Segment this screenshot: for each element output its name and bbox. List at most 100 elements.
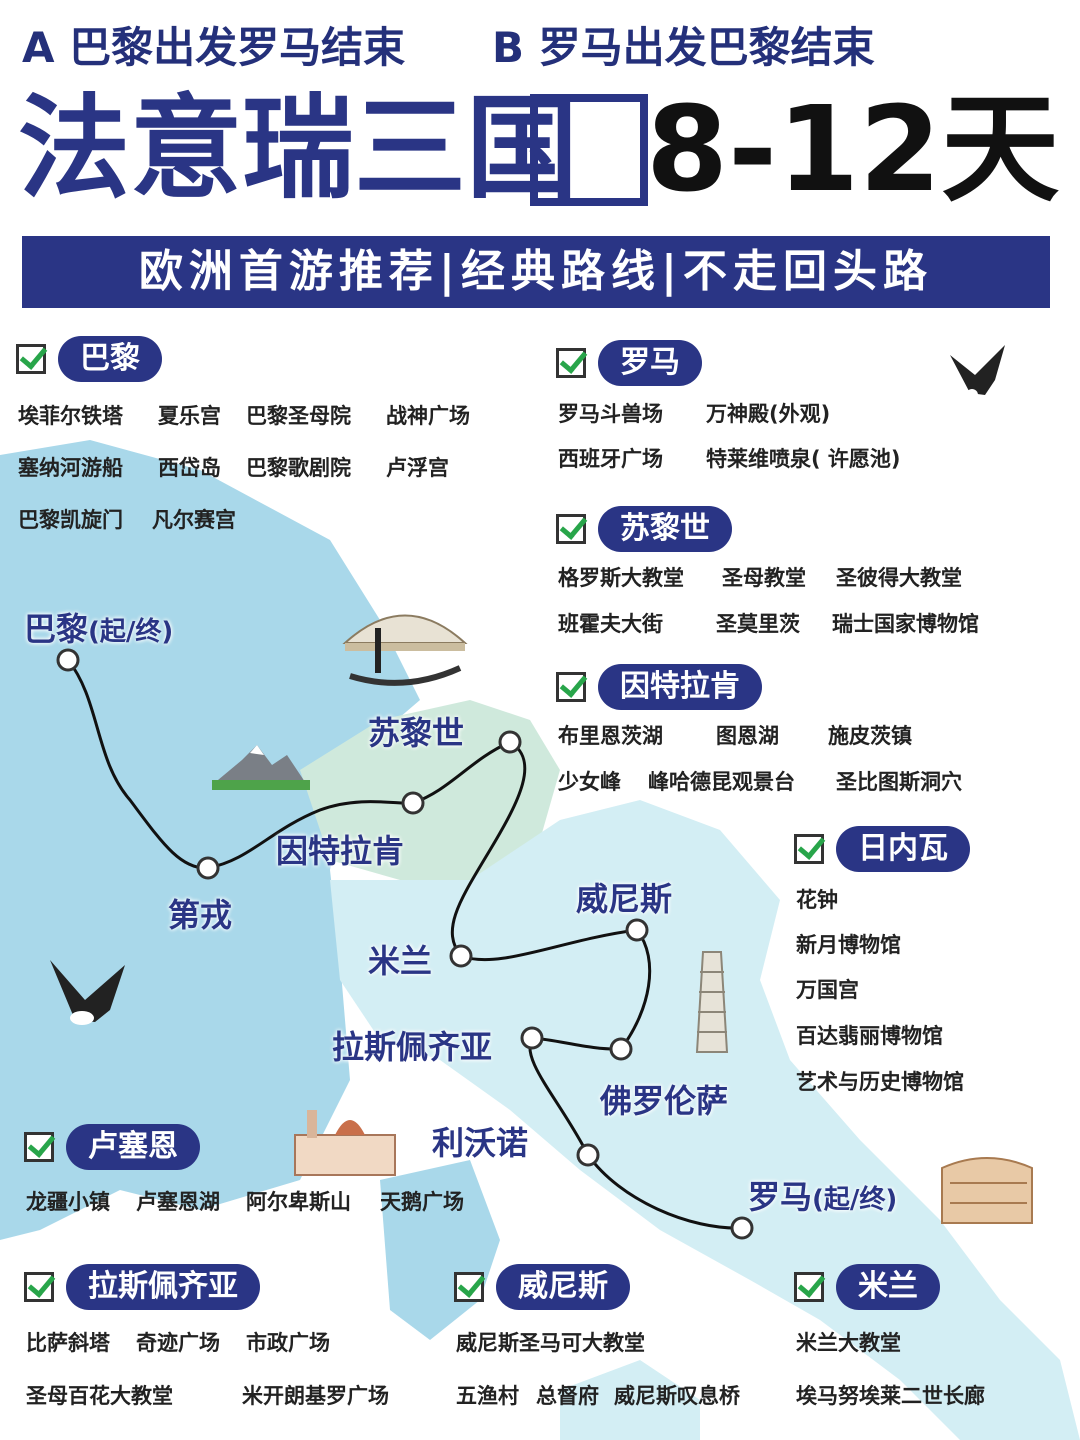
route-options: A 巴黎出发罗马结束 B 罗马出发巴黎结束 [22,14,1062,72]
lucerne-item: 天鹅广场 [380,1190,464,1214]
map-label-venice: 威尼斯 [576,880,673,918]
waypoint-venice [625,918,649,942]
milan-item: 米兰大教堂 [796,1331,901,1355]
route-a-text: A 巴黎出发罗马结束 [22,23,406,72]
check-icon [556,672,586,702]
zurich-item: 圣彼得大教堂 [836,566,962,590]
venice-item: 总督府 [536,1384,599,1408]
paris-item: 巴黎歌剧院 [246,456,351,480]
waypoint-dijon [196,856,220,880]
check-icon [794,1272,824,1302]
zurich-item: 格罗斯大教堂 [558,566,684,590]
section-venice-title: 威尼斯 [496,1264,630,1310]
rome-item: 罗马斗兽场 [558,402,663,426]
interlaken-item: 峰哈德昆观景台 [648,770,795,794]
lucerne-item: 卢塞恩湖 [136,1190,220,1214]
paris-item: 埃菲尔铁塔 [18,404,123,428]
waypoint-paris [56,648,80,672]
laspezia-item: 市政广场 [246,1331,330,1355]
rialto-bridge-icon [342,614,468,686]
map-label-dijon: 第戎 [168,896,233,934]
geneva-item: 百达翡丽博物馆 [796,1024,943,1048]
map-label-rome: 罗马(起/终) [748,1178,898,1216]
interlaken-item: 少女峰 [558,770,621,794]
geneva-item: 花钟 [796,888,838,912]
eagle-icon [950,345,1005,401]
venice-item: 威尼斯圣马可大教堂 [456,1331,645,1355]
route-b-text: B 罗马出发巴黎结束 [492,23,875,72]
check-icon [556,348,586,378]
venice-item: 五渔村 [456,1384,519,1408]
paris-item: 战神广场 [386,404,470,428]
waypoints [56,648,754,1240]
map-label-paris: 巴黎(起/终) [24,610,174,648]
mountain-icon [212,745,310,790]
subtitle-banner: 欧洲首游推荐|经典路线|不走回头路 [22,236,1050,308]
waypoint-interlaken [401,791,425,815]
rome-item: 西班牙广场 [558,447,663,471]
interlaken-item: 图恩湖 [716,724,779,748]
colosseum-icon [941,1157,1033,1224]
waypoint-rome [730,1216,754,1240]
map-label-interlaken: 因特拉肯 [276,832,405,870]
rome-item: 特莱维喷泉( 许愿池) [706,447,901,471]
venice-item: 威尼斯叹息桥 [614,1384,740,1408]
zurich-item: 圣莫里茨 [716,612,800,636]
section-laspezia-title: 拉斯佩齐亚 [66,1264,260,1310]
title-countries: 法意瑞三国 [18,84,578,214]
laspezia-item: 米开朗基罗广场 [242,1384,389,1408]
check-icon [24,1272,54,1302]
title-box-decoration [530,94,648,206]
section-paris-title: 巴黎 [58,336,162,382]
map-label-laspezia: 拉斯佩齐亚 [332,1028,493,1066]
waypoint-laspezia [520,1026,544,1050]
section-interlaken-title: 因特拉肯 [598,664,762,710]
check-icon [454,1272,484,1302]
section-lucerne-title: 卢塞恩 [66,1124,200,1170]
map-label-milan: 米兰 [368,942,433,980]
interlaken-item: 施皮茨镇 [828,724,912,748]
france-region [0,440,420,1240]
paris-item: 巴黎凯旋门 [18,508,123,532]
map-label-livorno: 利沃诺 [432,1124,529,1162]
waypoint-milan [449,944,473,968]
paris-item: 塞纳河游船 [18,456,123,480]
interlaken-item: 布里恩茨湖 [558,724,663,748]
paris-item: 西岱岛 [158,456,221,480]
paris-item: 卢浮宫 [386,456,449,480]
check-icon [24,1132,54,1162]
section-rome-title: 罗马 [598,340,702,386]
lucerne-item: 龙疆小镇 [26,1190,110,1214]
waypoint-florence [609,1037,633,1061]
title-days: 8-12天 [646,80,1060,218]
zurich-item: 班霍夫大街 [558,612,663,636]
geneva-item: 艺术与历史博物馆 [796,1070,964,1094]
laspezia-item: 奇迹广场 [136,1331,220,1355]
waypoint-livorno [576,1143,600,1167]
geneva-item: 万国宫 [796,978,859,1002]
section-milan-title: 米兰 [836,1264,940,1310]
paris-item: 夏乐宫 [158,404,221,428]
switzerland-region [300,700,560,880]
milan-item: 埃马努埃莱二世长廊 [796,1384,985,1408]
map-label-zurich: 苏黎世 [368,714,465,752]
paris-item: 凡尔赛宫 [152,508,236,532]
check-icon [794,834,824,864]
section-geneva-title: 日内瓦 [836,826,970,872]
map-label-florence: 佛罗伦萨 [600,1082,729,1120]
zurich-item: 圣母教堂 [722,566,806,590]
geneva-item: 新月博物馆 [796,933,901,957]
sardinia-region [560,1360,700,1440]
laspezia-item: 比萨斜塔 [26,1331,110,1355]
waypoint-zurich [498,730,522,754]
interlaken-item: 圣比图斯洞穴 [836,770,962,794]
section-zurich-title: 苏黎世 [598,506,732,552]
page-title: 法意瑞三国 8-12天 [18,84,1068,224]
eagle-icon [50,960,125,1025]
florence-cathedral-icon [294,1110,396,1176]
pisa-tower-icon [695,951,729,1053]
check-icon [556,514,586,544]
rome-item: 万神殿(外观) [706,402,831,426]
paris-item: 巴黎圣母院 [246,404,351,428]
laspezia-item: 圣母百花大教堂 [26,1384,173,1408]
